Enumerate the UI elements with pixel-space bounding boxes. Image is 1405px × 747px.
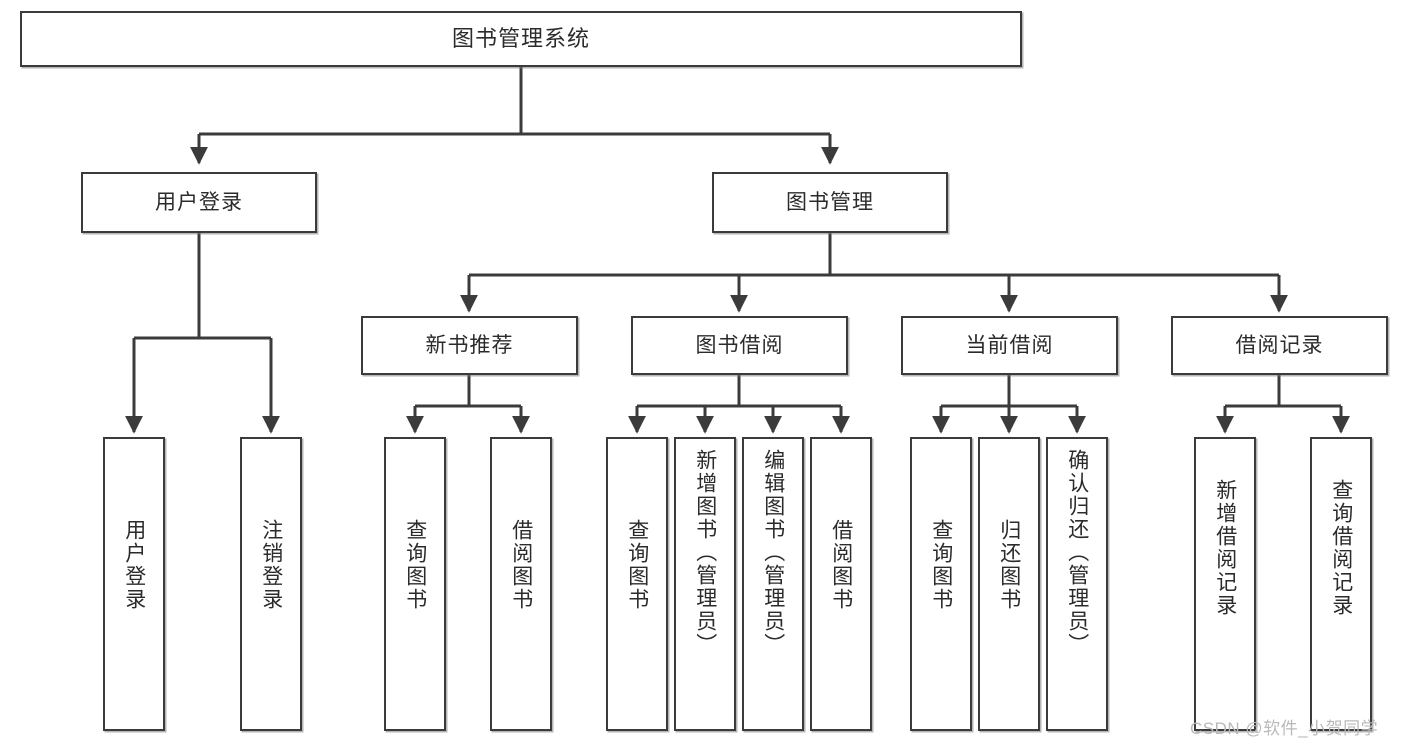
leaf-edit-book-admin[interactable]: 编辑图书（管理员） <box>742 437 804 731</box>
node-label: 当前借阅 <box>965 333 1054 357</box>
leaf-query-book-borrow[interactable]: 查询图书 <box>606 437 668 731</box>
node-label: 图书管理系统 <box>451 25 590 51</box>
node-user-login[interactable]: 用户登录 <box>81 172 317 233</box>
node-label: 编辑图书（管理员） <box>761 449 785 656</box>
node-label: 借阅记录 <box>1235 333 1324 357</box>
node-label: 查询图书 <box>929 519 953 611</box>
node-label: 归还图书 <box>997 519 1021 611</box>
node-label: 借阅图书 <box>829 519 853 611</box>
node-label: 新增借阅记录 <box>1213 479 1237 617</box>
leaf-query-book-current[interactable]: 查询图书 <box>910 437 972 731</box>
node-label: 新书推荐 <box>425 333 514 357</box>
leaf-return-book[interactable]: 归还图书 <box>978 437 1040 731</box>
leaf-query-borrow-record[interactable]: 查询借阅记录 <box>1310 437 1372 731</box>
node-label: 图书管理 <box>786 190 874 214</box>
leaf-user-login[interactable]: 用户登录 <box>103 437 165 731</box>
leaf-logout[interactable]: 注销登录 <box>240 437 302 731</box>
leaf-add-book-admin[interactable]: 新增图书（管理员） <box>674 437 736 731</box>
node-label: 图书借阅 <box>695 333 784 357</box>
node-borrow-record[interactable]: 借阅记录 <box>1171 316 1388 375</box>
node-book-management[interactable]: 图书管理 <box>712 172 948 233</box>
csdn-watermark: CSDN @软件_小贺同学 <box>1190 719 1379 738</box>
node-label: 确认归还（管理员） <box>1065 449 1089 656</box>
node-label: 注销登录 <box>259 519 283 611</box>
node-label: 用户登录 <box>155 190 243 214</box>
node-label: 查询图书 <box>403 519 427 611</box>
node-label: 新增图书（管理员） <box>693 449 717 656</box>
node-book-borrow[interactable]: 图书借阅 <box>631 316 848 375</box>
node-new-book-recommend[interactable]: 新书推荐 <box>361 316 578 375</box>
leaf-add-borrow-record[interactable]: 新增借阅记录 <box>1194 437 1256 731</box>
leaf-borrow-book[interactable]: 借阅图书 <box>810 437 872 731</box>
leaf-borrow-book-recommend[interactable]: 借阅图书 <box>490 437 552 731</box>
leaf-confirm-return-admin[interactable]: 确认归还（管理员） <box>1046 437 1108 731</box>
node-label: 借阅图书 <box>509 519 533 611</box>
node-current-borrow[interactable]: 当前借阅 <box>901 316 1118 375</box>
node-root-book-management-system[interactable]: 图书管理系统 <box>20 11 1022 67</box>
leaf-query-book-recommend[interactable]: 查询图书 <box>384 437 446 731</box>
node-label: 查询图书 <box>625 519 649 611</box>
node-label: 查询借阅记录 <box>1329 479 1353 617</box>
node-label: 用户登录 <box>122 519 146 611</box>
